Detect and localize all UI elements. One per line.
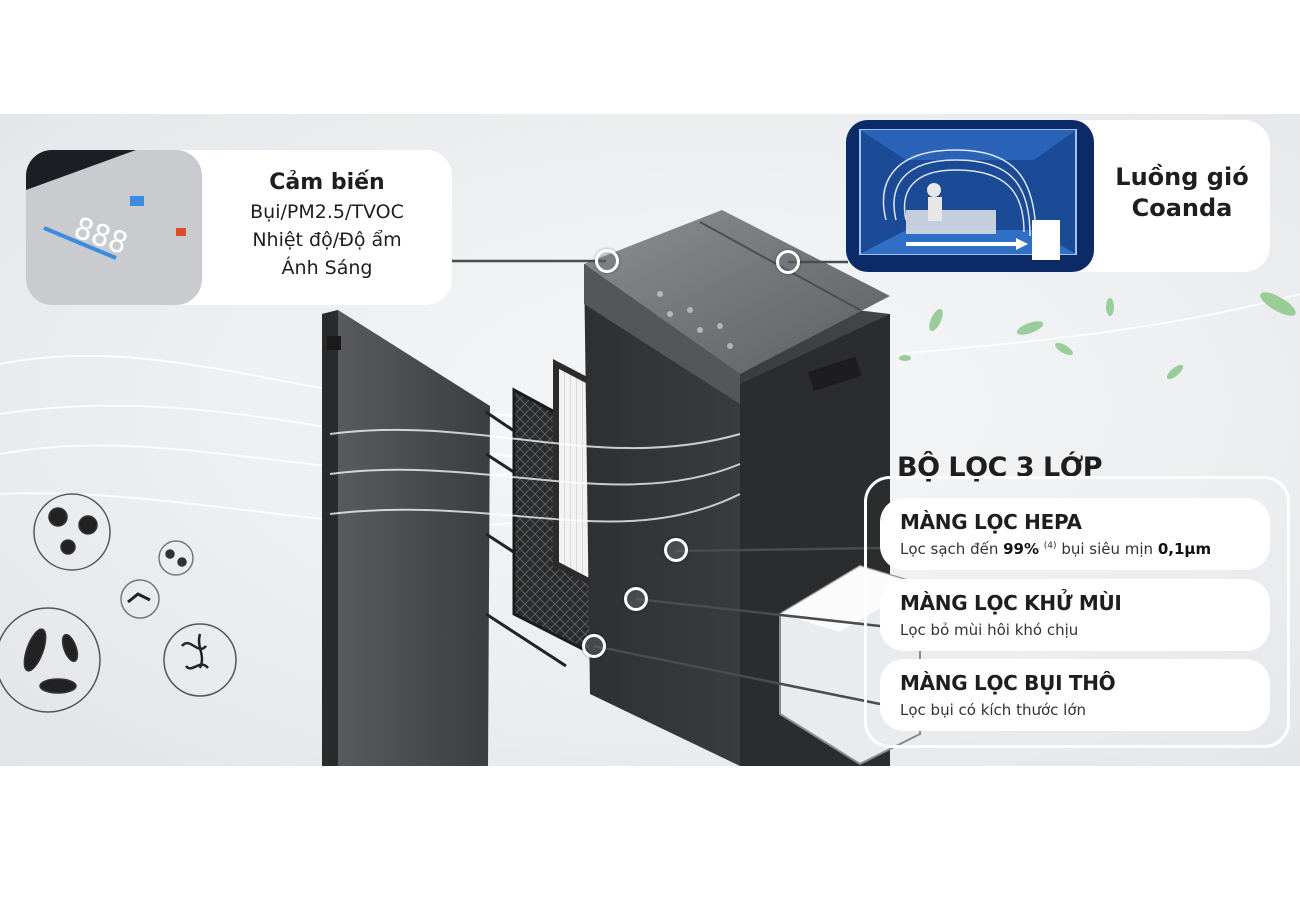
- connector-lines: [452, 259, 881, 706]
- coanda-title-line2: Coanda: [1131, 194, 1233, 222]
- hotspot-airflow[interactable]: [776, 250, 800, 274]
- front-panel: [322, 310, 490, 766]
- filter-item-deodorizing: MÀNG LỌC KHỬ MÙI Lọc bỏ mùi hôi khó chịu: [880, 579, 1270, 651]
- filter-name-deodorizing: MÀNG LỌC KHỬ MÙI: [900, 591, 1122, 615]
- product-banner: 888 Cảm biến Bụi/PM2.5/TVOC Nhiệt độ/Độ …: [0, 114, 1300, 766]
- hotspot-coarse[interactable]: [582, 634, 606, 658]
- green-leaves: [899, 292, 1296, 380]
- sensor-title: Cảm biến: [269, 170, 385, 195]
- sensor-line-dust: Bụi/PM2.5/TVOC: [250, 201, 404, 223]
- airflow-streaks: [329, 428, 741, 523]
- filter-name-coarse: MÀNG LỌC BỤI THÔ: [900, 671, 1116, 695]
- filter-frame: [864, 476, 1290, 748]
- sensor-card: 888 Cảm biến Bụi/PM2.5/TVOC Nhiệt độ/Độ …: [26, 150, 452, 305]
- filter-desc-coarse: Lọc bụi có kích thước lớn: [900, 701, 1087, 719]
- coanda-room-airflow-icon: [846, 120, 1094, 272]
- hotspot-sensor[interactable]: [595, 249, 619, 273]
- sensor-line-temp-humidity: Nhiệt độ/Độ ẩm: [252, 229, 402, 251]
- filter-item-coarse: MÀNG LỌC BỤI THÔ Lọc bụi có kích thước l…: [880, 659, 1270, 731]
- filter-name-hepa: MÀNG LỌC HEPA: [900, 510, 1082, 534]
- hotspot-deodorizing[interactable]: [624, 587, 648, 611]
- sensor-line-light: Ánh Sáng: [281, 257, 373, 279]
- bacteria-dust-particles: [0, 493, 237, 713]
- coanda-card: Luồng gió Coanda: [846, 120, 1270, 272]
- control-panel-display-icon: 888: [26, 150, 202, 305]
- filter-desc-deodorizing: Lọc bỏ mùi hôi khó chịu: [900, 621, 1079, 639]
- filter-desc-hepa: Lọc sạch đến 99% (4) bụi siêu mịn 0,1µm: [900, 540, 1212, 558]
- coanda-title-line1: Luồng gió: [1115, 163, 1249, 191]
- hotspot-hepa[interactable]: [664, 538, 688, 562]
- scene-illustration: [0, 210, 1300, 766]
- filter-item-hepa: MÀNG LỌC HEPA Lọc sạch đến 99% (4) bụi s…: [880, 498, 1270, 570]
